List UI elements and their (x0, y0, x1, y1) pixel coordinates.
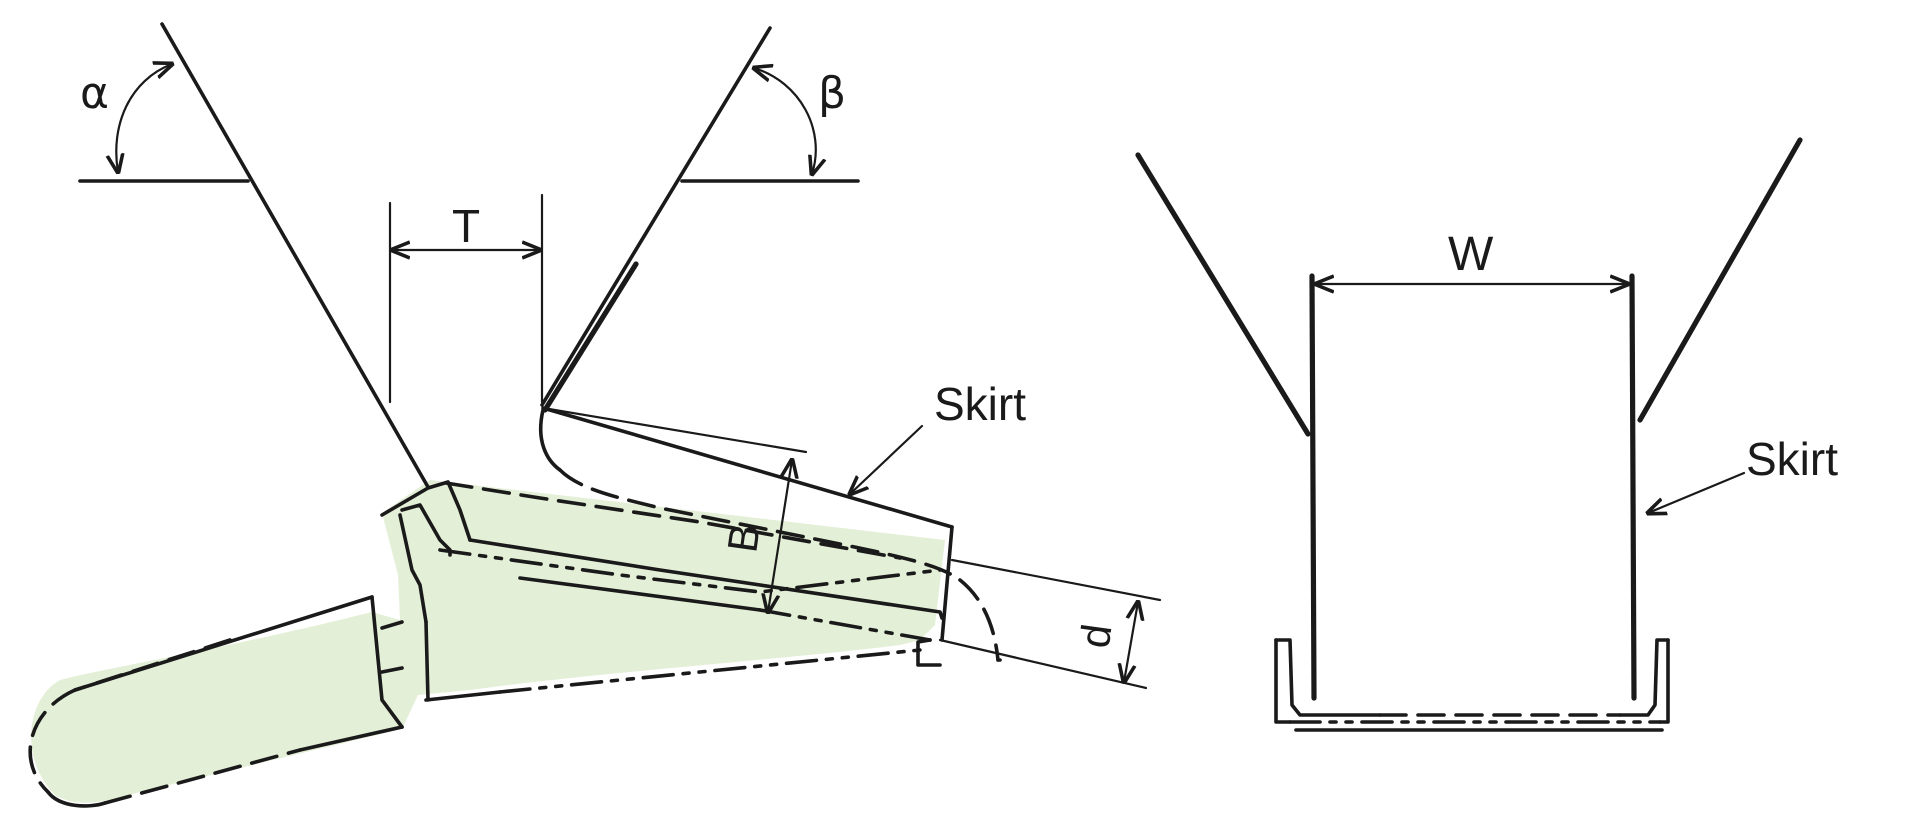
right-wall-lip (542, 261, 639, 413)
label-T: T (452, 200, 480, 252)
belt-right-outer (1658, 638, 1670, 724)
left-chute-wall (78, 22, 430, 489)
roll-bottom-dashed (103, 748, 302, 805)
skirt-leader-left (850, 424, 924, 494)
label-skirt-right: Skirt (1746, 433, 1838, 485)
belt-upper-dashed (558, 468, 962, 582)
frame-end-notch (916, 638, 942, 667)
end-view-belt (1274, 638, 1670, 732)
end-view-right-wall (1637, 137, 1803, 423)
dimension-d (938, 558, 1162, 690)
dimension-B (768, 460, 792, 612)
d-dimension-line (1124, 602, 1138, 682)
roll-flange (370, 595, 404, 729)
left-inclined-wall (160, 22, 430, 489)
skirt-extension-line (541, 406, 808, 454)
material-load-zone (31, 480, 946, 803)
d-extension-top (950, 558, 1162, 602)
frame-lower-start (424, 690, 502, 702)
skirt-end-edge (940, 525, 954, 642)
frame-top-dashed (444, 481, 902, 560)
chute-curve-top (538, 408, 562, 472)
skirt-top-edge (541, 406, 954, 529)
belt-left-outer (1274, 638, 1292, 724)
label-beta: β (818, 68, 846, 119)
frame-lower-dashdot (498, 648, 922, 694)
end-view-left-wall (1135, 152, 1311, 437)
dimension-T (388, 193, 544, 404)
label-B: B (718, 521, 768, 555)
belt-right-flange (1618, 638, 1670, 717)
frame-left-edge (398, 513, 428, 624)
frame-inner-belt (518, 576, 762, 612)
b-dimension-line (768, 460, 792, 612)
roll-bottom-solid (298, 725, 404, 752)
skirt-leader-right (1648, 471, 1746, 513)
right-inclined-wall (540, 26, 772, 407)
label-W: W (1448, 228, 1494, 281)
end-view-left-skirt (1309, 273, 1317, 701)
label-skirt-left: Skirt (934, 378, 1026, 430)
side-view (28, 22, 1162, 808)
roll-flange-ticks (380, 620, 404, 674)
roll-top-dashed (73, 638, 232, 692)
end-view (1135, 137, 1803, 732)
label-d: d (1071, 621, 1121, 651)
frame-lower-corner (424, 620, 430, 702)
conveyor-frame (380, 480, 944, 702)
belt-curve-dashed (958, 578, 1000, 662)
roll-end-dashed (28, 688, 77, 794)
frame-centerline-dashdot (438, 548, 942, 594)
end-view-right-skirt (1629, 273, 1637, 701)
alpha-angle-arc (116, 64, 172, 172)
label-alpha: α (80, 68, 109, 119)
right-chute-wall (540, 26, 860, 413)
frame-upper-belt (468, 538, 944, 620)
d-extension-bottom (938, 638, 1148, 690)
beta-angle-arc (754, 68, 816, 174)
idler-roll (28, 595, 404, 808)
belt-left-flange (1274, 638, 1382, 717)
roll-bottom-curve (46, 790, 107, 808)
skirt-board-side (538, 406, 1002, 662)
